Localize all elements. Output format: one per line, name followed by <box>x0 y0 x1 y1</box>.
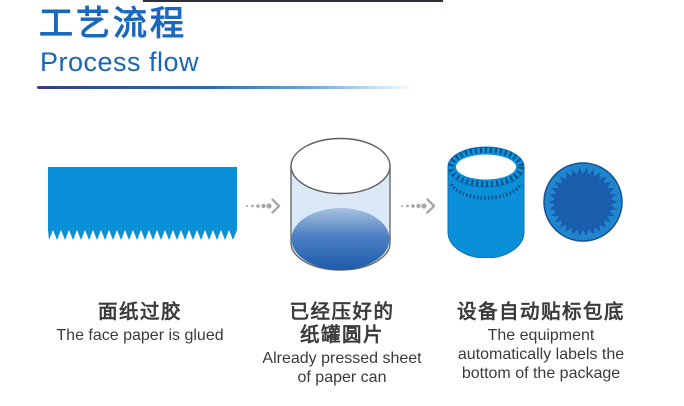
can-bottom-serration <box>548 167 618 237</box>
step-label-en: The equipment automatically labels the b… <box>457 327 625 382</box>
can-bottom-disc-icon <box>543 162 623 242</box>
step-label-cn: 已经压好的 纸罐圆片 <box>289 301 395 346</box>
can-rim-serration <box>448 147 524 187</box>
glued-paper-sheet-icon <box>48 167 237 240</box>
step-label-cn: 面纸过胶 <box>97 301 182 323</box>
step-label-en: The face paper is glued <box>56 327 224 344</box>
glue-pool <box>291 208 390 270</box>
paper-can-cylinder-icon <box>290 137 391 271</box>
page-title-english: Process flow <box>40 47 200 77</box>
cylinder-top-opening <box>290 137 391 195</box>
step-3-label: 设备自动贴标包底 The equipment automatically lab… <box>431 301 651 383</box>
top-crop-line <box>143 0 443 2</box>
flow-arrow-icon <box>401 198 436 214</box>
labeled-can-icon <box>447 146 525 258</box>
step-label-en: Already pressed sheet of paper can <box>262 350 422 386</box>
header-underline <box>37 86 415 89</box>
step-1-label: 面纸过胶 The face paper is glued <box>38 301 242 345</box>
page-title-chinese: 工艺流程 <box>39 5 187 43</box>
glued-sheet-shape <box>48 167 237 240</box>
step-label-cn: 设备自动贴标包底 <box>456 301 625 323</box>
flow-arrow-icon <box>246 198 281 214</box>
can-top-opening <box>456 154 516 180</box>
step-2-label: 已经压好的 纸罐圆片 Already pressed sheet of pape… <box>261 301 423 387</box>
